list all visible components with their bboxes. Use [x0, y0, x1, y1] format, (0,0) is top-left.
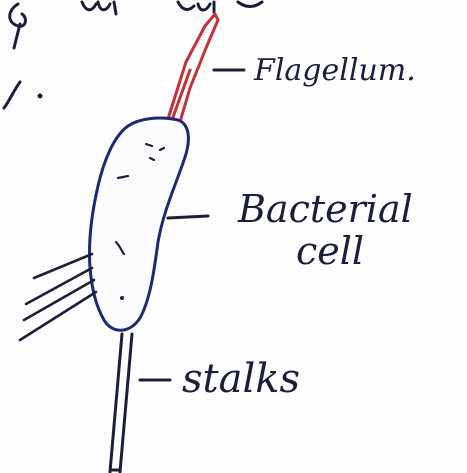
- bacterial-cell-sketch: [89, 118, 188, 330]
- cell-leader: [168, 216, 208, 218]
- bacterial-cell-label-line2: cell: [296, 229, 364, 273]
- flagellum-sketch: [167, 14, 218, 122]
- stalk-sketch: [110, 334, 132, 472]
- bacterial-cell-label-line1: Bacterial: [237, 187, 413, 231]
- stalks-label: stalks: [182, 356, 300, 402]
- cut-off-top-writing: [4, 2, 262, 108]
- flagellum-label: Flagellum.: [253, 53, 416, 88]
- side-stalks-sketch: [20, 254, 96, 340]
